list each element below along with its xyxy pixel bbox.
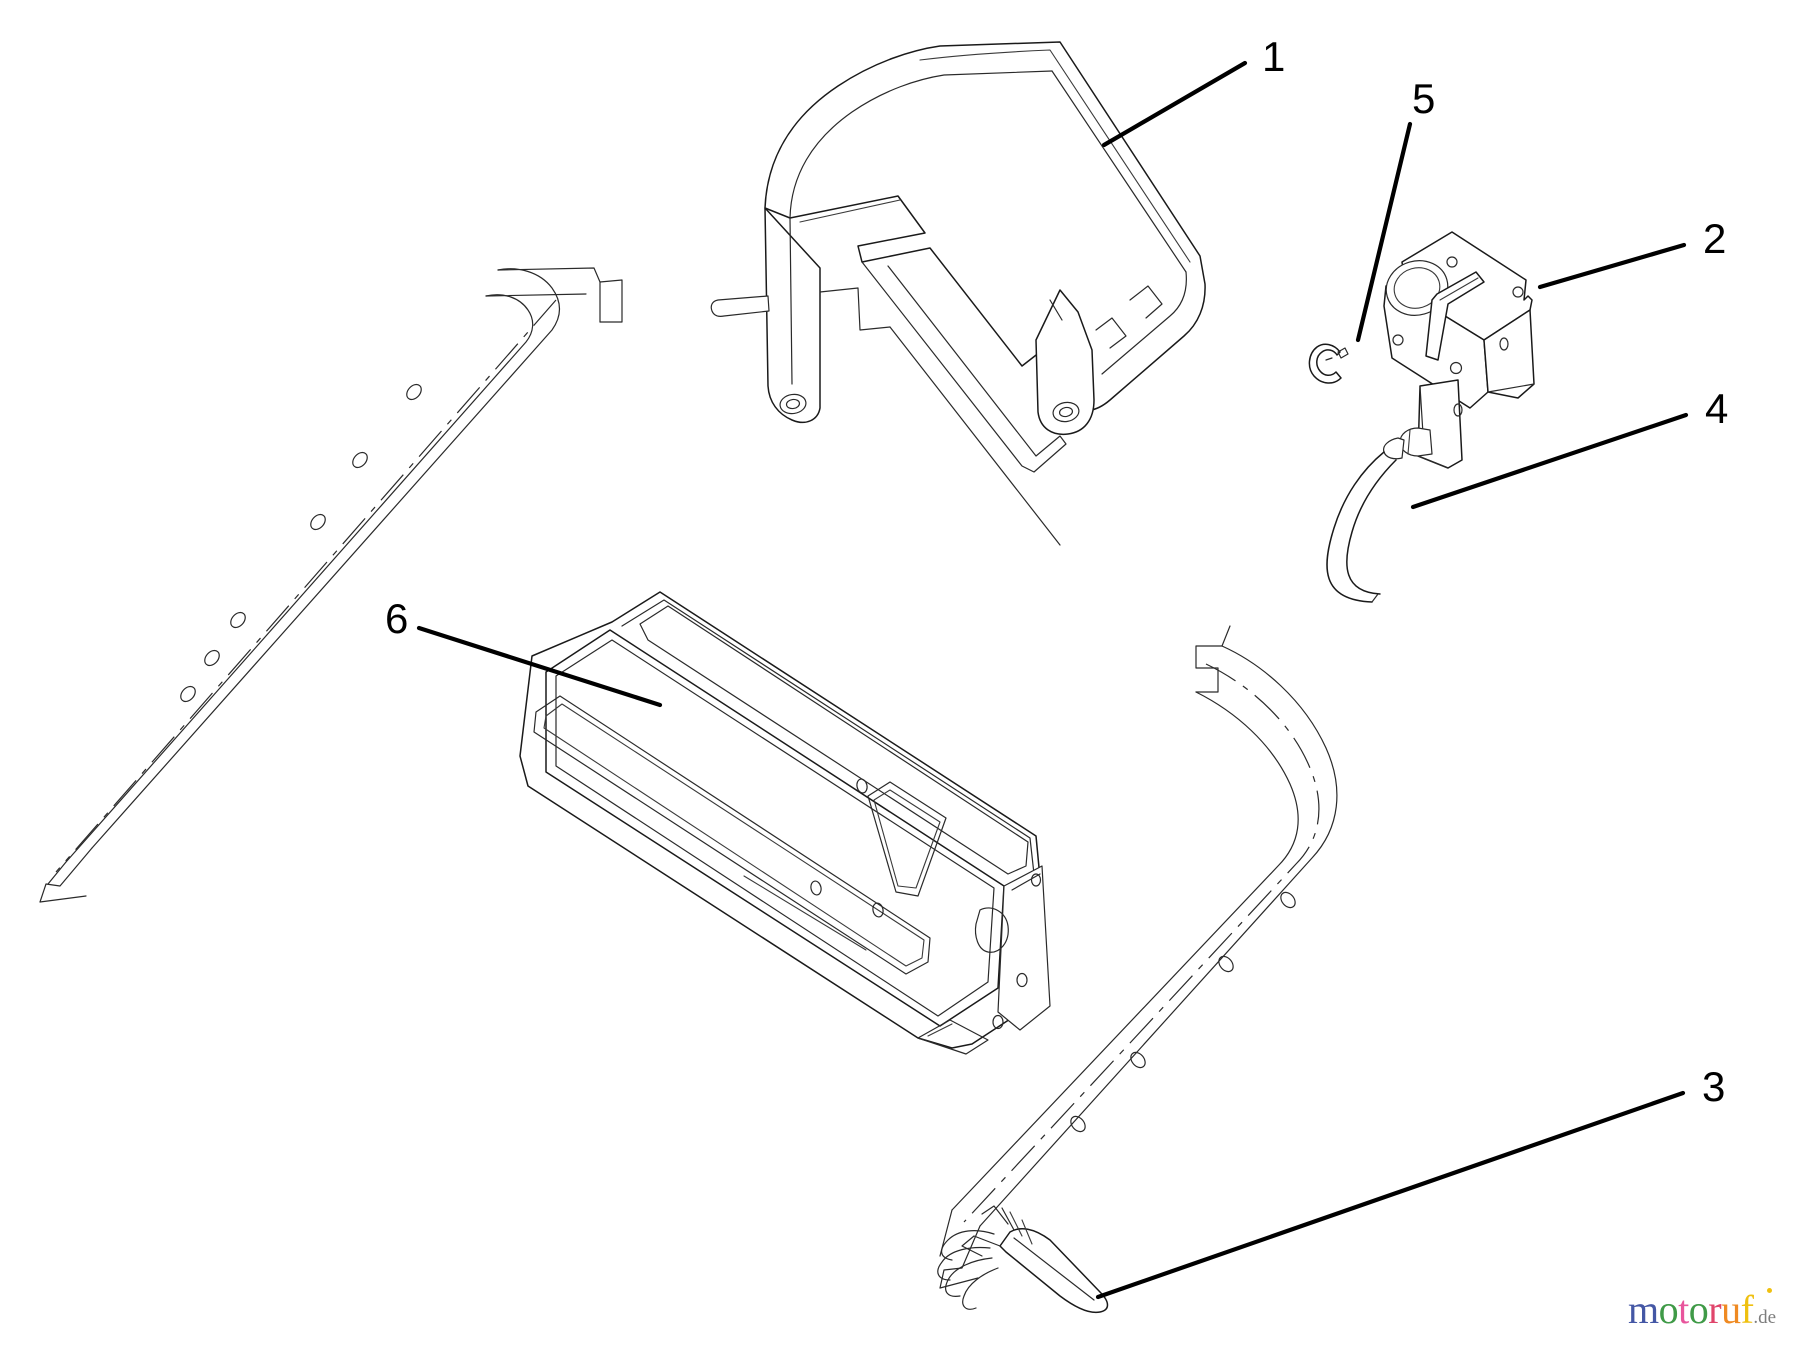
leader-line-6 bbox=[416, 625, 663, 708]
part-3-cable-tie-clamp bbox=[937, 1205, 1109, 1314]
part-4-control-cable bbox=[1326, 451, 1397, 603]
callout-label-5: 5 bbox=[1412, 75, 1436, 122]
logo-letter-o2: o bbox=[1688, 1287, 1709, 1332]
callout-label-2: 2 bbox=[1703, 215, 1727, 262]
leader-lines bbox=[416, 60, 1689, 1300]
callout-label-1: 1 bbox=[1262, 33, 1286, 80]
right-handle-tube bbox=[939, 625, 1338, 1289]
leader-line-1 bbox=[1101, 60, 1248, 148]
left-handle-tube bbox=[39, 267, 623, 903]
leader-line-3 bbox=[1095, 1090, 1686, 1300]
part-6-cover-panel bbox=[519, 591, 1051, 1055]
logo-letter-m: m bbox=[1628, 1287, 1659, 1332]
leader-line-2 bbox=[1537, 242, 1687, 290]
part-2-switch-assembly bbox=[1383, 231, 1535, 469]
part-1-control-bail-bar bbox=[710, 41, 1206, 546]
callout-label-6: 6 bbox=[385, 595, 409, 642]
leader-line-4 bbox=[1410, 412, 1689, 510]
logo-letter-o1: o bbox=[1658, 1287, 1679, 1332]
motoruf-watermark-logo: motoruf.de bbox=[1628, 1286, 1800, 1338]
part-5-retaining-e-clip bbox=[1308, 343, 1349, 384]
logo-letter-u: u bbox=[1721, 1287, 1741, 1332]
logo-accent-dot bbox=[1767, 1288, 1772, 1293]
callout-label-4: 4 bbox=[1705, 385, 1729, 432]
leader-line-5 bbox=[1355, 121, 1413, 343]
logo-letter-f: f bbox=[1740, 1287, 1754, 1332]
logo-suffix-de: .de bbox=[1753, 1307, 1777, 1328]
callout-label-3: 3 bbox=[1702, 1063, 1726, 1110]
logo-letter-t: t bbox=[1678, 1287, 1689, 1332]
logo-letter-r: r bbox=[1708, 1287, 1722, 1332]
